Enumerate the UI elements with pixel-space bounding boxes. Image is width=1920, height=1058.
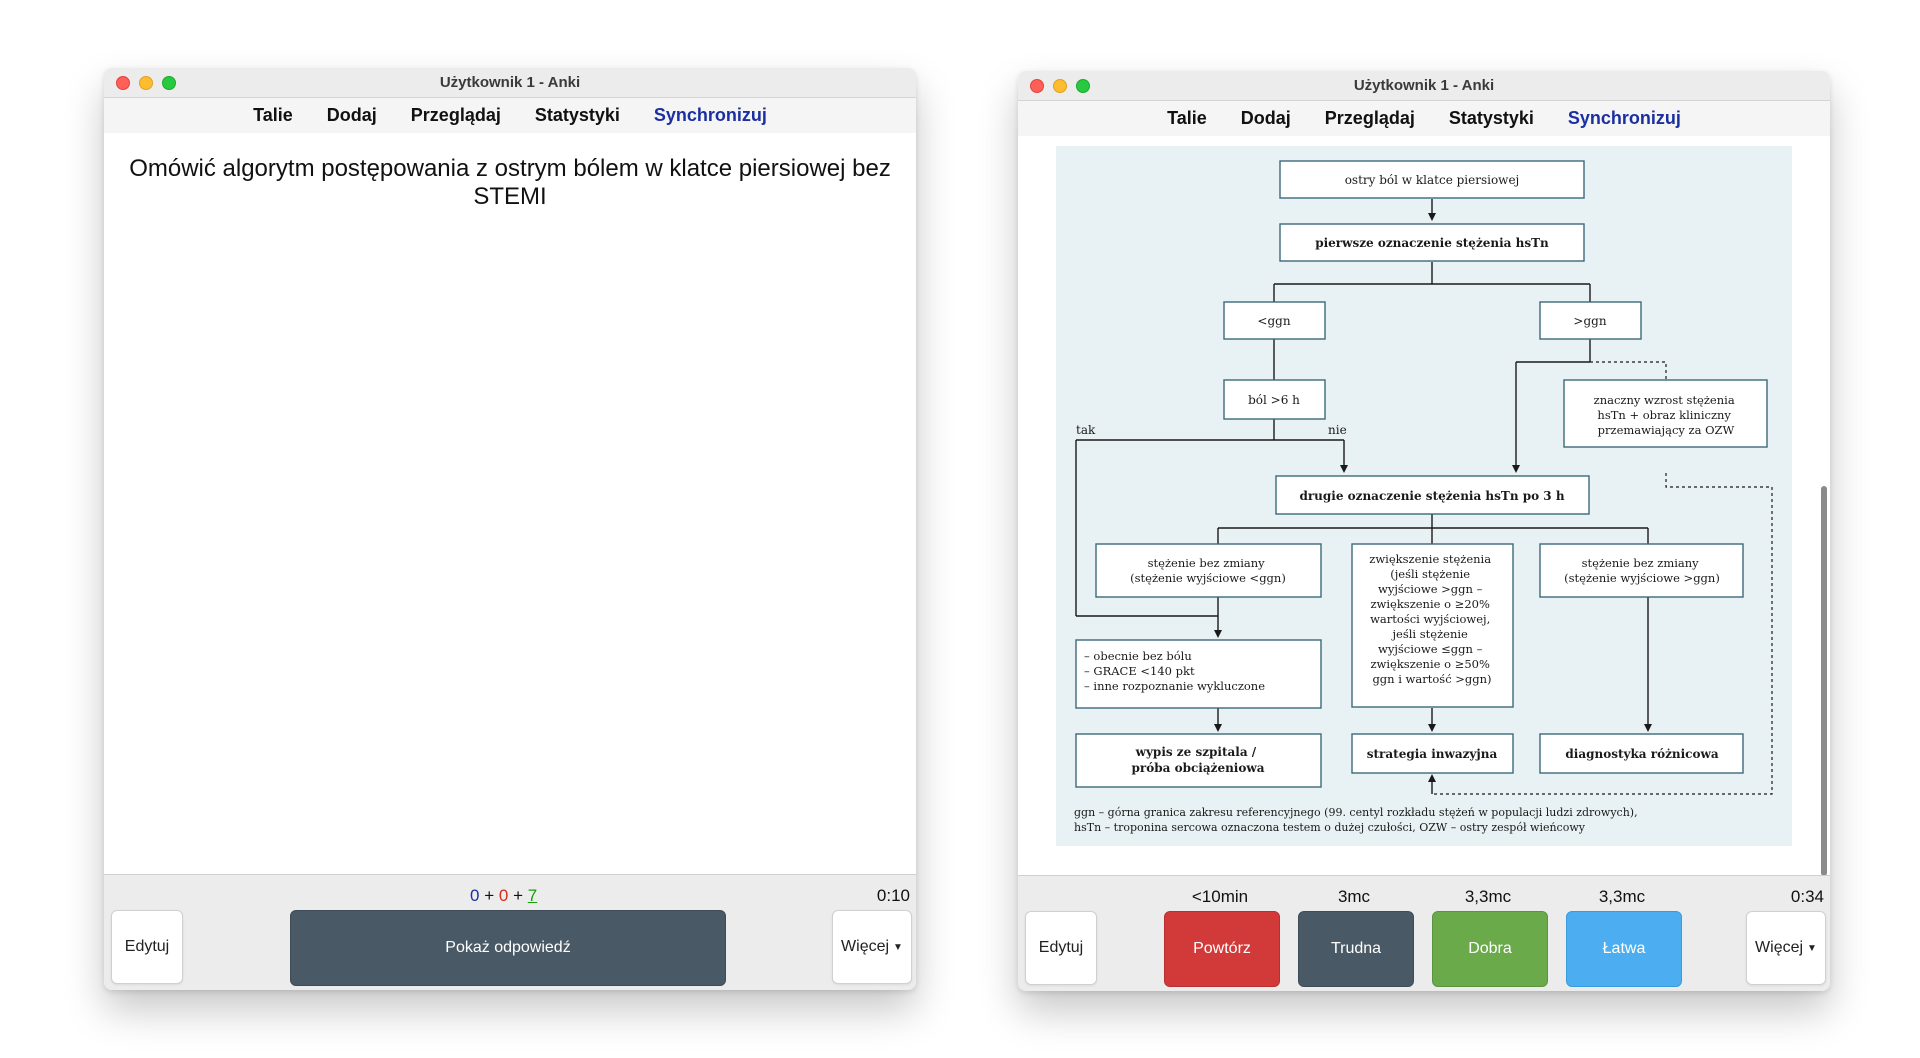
zoom-window-button[interactable] [1076, 79, 1090, 93]
good-button[interactable]: Dobra [1432, 911, 1548, 987]
good-button-label: Dobra [1468, 940, 1512, 957]
card-timer: 0:10 [876, 886, 910, 905]
more-button[interactable]: Więcej ▼ [1746, 911, 1826, 985]
branch-yes-label: tak [1076, 423, 1096, 437]
node-high-text: >ggn [1573, 314, 1606, 328]
node-below-ulrn [1223, 301, 1326, 340]
toolbar-browse-link[interactable]: Przeglądaj [1324, 108, 1415, 128]
node-differential [1539, 733, 1744, 774]
show-answer-button[interactable]: Pokaż odpowiedź [290, 910, 726, 986]
node-start-text: ostry ból w klatce piersiowej [1345, 173, 1520, 187]
edit-button-label: Edytuj [124, 938, 170, 955]
node-low-text: <ggn [1257, 314, 1290, 328]
zoom-window-button[interactable] [162, 76, 176, 90]
node-significant-rise [1563, 379, 1768, 448]
title-bar: Użytkownik 1 - Anki [1018, 71, 1830, 101]
node-increase-text: zwiększenie stężenia (jeśli stężenie wyj… [1369, 552, 1494, 686]
content-scrollbar[interactable] [1821, 486, 1827, 876]
review-count: 7 [527, 886, 538, 905]
node-criteria-text: – obecnie bez bólu – GRACE <140 pkt – in… [1084, 649, 1265, 693]
node-unchanged-high-text: stężenie bez zmiany (stężenie wyjściowe … [1564, 556, 1720, 585]
toolbar-decks-link[interactable]: Talie [1167, 108, 1207, 128]
toolbar-add-link[interactable]: Dodaj [326, 105, 377, 125]
review-bottom-bar: 0:34 <10min 3mc 3,3mc 3,3mc Edytuj Powtó… [1018, 875, 1830, 991]
again-button[interactable]: Powtórz [1164, 911, 1280, 987]
node-unchanged-low [1095, 543, 1322, 598]
count-separator: + [484, 886, 495, 905]
node-invasive-text: strategia inwazyjna [1367, 747, 1498, 761]
again-button-label: Powtórz [1193, 940, 1251, 957]
review-bottom-bar: 0 + 0 + 7 0:10 Edytuj Pokaż odpowiedź Wi… [104, 874, 916, 990]
toolbar-browse-link[interactable]: Przeglądaj [410, 105, 501, 125]
count-separator: + [513, 886, 524, 905]
more-button-label: Więcej [841, 938, 890, 955]
node-unchanged-high [1539, 543, 1744, 598]
toolbar-sync-link[interactable]: Synchronizuj [1567, 108, 1681, 128]
show-answer-label: Pokaż odpowiedź [445, 939, 571, 956]
hard-button[interactable]: Trudna [1298, 911, 1414, 987]
again-interval: <10min [1191, 887, 1249, 906]
toolbar-decks-link[interactable]: Talie [253, 105, 293, 125]
window-title: Użytkownik 1 - Anki [1353, 77, 1495, 94]
title-bar: Użytkownik 1 - Anki [104, 68, 916, 98]
node-above-ulrn [1539, 301, 1642, 340]
more-button[interactable]: Więcej ▼ [832, 910, 912, 984]
window-controls [116, 76, 176, 90]
node-invasive [1351, 733, 1514, 774]
node-first-measurement [1279, 223, 1585, 262]
node-second-measurement [1275, 475, 1590, 515]
main-toolbar: Talie Dodaj Przeglądaj Statystyki Synchr… [104, 98, 916, 134]
toolbar-sync-link[interactable]: Synchronizuj [653, 105, 767, 125]
due-counts: 0 + 0 + 7 [470, 886, 537, 906]
answer-flowchart: ostry ból w klatce piersiowej pierwsze o… [1056, 146, 1792, 846]
new-count: 0 [470, 886, 480, 905]
hard-button-label: Trudna [1330, 940, 1382, 957]
card-question: Omówić algorytm postępowania z ostrym bó… [129, 155, 891, 210]
edit-button[interactable]: Edytuj [111, 910, 183, 984]
flowchart-svg: ostry ból w klatce piersiowej pierwsze o… [1074, 160, 1773, 834]
node-pain-text: ból >6 h [1248, 393, 1300, 407]
toolbar-stats-link[interactable]: Statystyki [1448, 108, 1534, 128]
node-big-rise-text: znaczny wzrost stężenia hsTn + obraz kli… [1594, 393, 1739, 437]
edit-button-label: Edytuj [1038, 939, 1084, 956]
easy-button[interactable]: Łatwa [1566, 911, 1682, 987]
card-timer: 0:34 [1790, 887, 1824, 906]
card-content: Omówić algorytm postępowania z ostrym bó… [104, 133, 916, 875]
node-increase [1351, 543, 1514, 708]
easy-interval: 3,3mc [1598, 887, 1646, 906]
main-toolbar: Talie Dodaj Przeglądaj Statystyki Synchr… [1018, 101, 1830, 137]
edit-button[interactable]: Edytuj [1025, 911, 1097, 985]
node-start [1279, 160, 1585, 199]
learn-count: 0 [498, 886, 509, 905]
diagram-footnote: ggn – górna granica zakresu referencyjne… [1074, 806, 1641, 834]
anki-question-window: Użytkownik 1 - Anki Talie Dodaj Przegląd… [104, 68, 916, 990]
minimize-window-button[interactable] [1053, 79, 1067, 93]
branch-no-label: nie [1328, 423, 1347, 437]
node-pain-duration [1223, 379, 1326, 420]
close-window-button[interactable] [1030, 79, 1044, 93]
toolbar-add-link[interactable]: Dodaj [1240, 108, 1291, 128]
window-controls [1030, 79, 1090, 93]
card-content: ostry ból w klatce piersiowej pierwsze o… [1018, 136, 1830, 878]
window-title: Użytkownik 1 - Anki [439, 74, 581, 91]
node-first-text: pierwsze oznaczenie stężenia hsTn [1315, 236, 1549, 250]
node-second-text: drugie oznaczenie stężenia hsTn po 3 h [1299, 489, 1564, 503]
node-discharge-text: wypis ze szpitala / próba obciążeniowa [1132, 745, 1265, 775]
more-button-label: Więcej [1755, 939, 1804, 956]
hard-interval: 3mc [1337, 887, 1371, 906]
toolbar-stats-link[interactable]: Statystyki [534, 105, 620, 125]
chevron-down-icon: ▼ [893, 941, 903, 953]
anki-answer-window: Użytkownik 1 - Anki Talie Dodaj Przegląd… [1018, 71, 1830, 991]
easy-button-label: Łatwa [1602, 940, 1646, 957]
close-window-button[interactable] [116, 76, 130, 90]
node-criteria [1075, 639, 1322, 709]
node-unchanged-low-text: stężenie bez zmiany (stężenie wyjściowe … [1130, 556, 1286, 585]
good-interval: 3,3mc [1464, 887, 1512, 906]
chevron-down-icon: ▼ [1807, 942, 1817, 954]
node-discharge [1075, 733, 1322, 788]
node-differential-text: diagnostyka różnicowa [1565, 747, 1718, 761]
minimize-window-button[interactable] [139, 76, 153, 90]
